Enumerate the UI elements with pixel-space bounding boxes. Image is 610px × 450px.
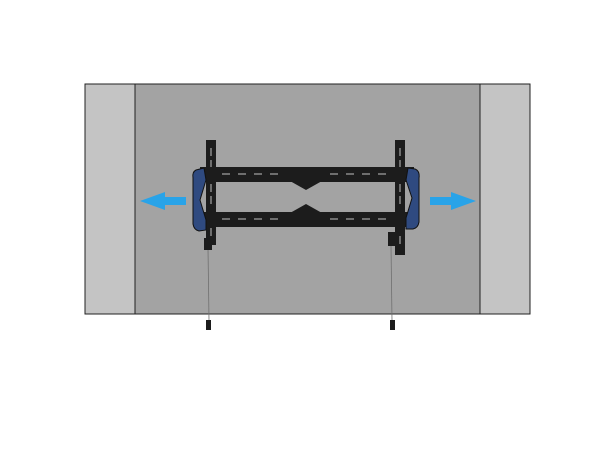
right-wall-anchor bbox=[390, 320, 395, 330]
tv-back-panel bbox=[134, 83, 481, 315]
right-safety-latch bbox=[388, 232, 396, 246]
left-safety-cord bbox=[207, 247, 210, 321]
wall-bracket bbox=[192, 140, 420, 255]
arrow-right-icon bbox=[430, 192, 476, 210]
right-end-cap bbox=[405, 167, 420, 230]
top-level-indicator bbox=[290, 181, 322, 190]
left-safety-latch bbox=[204, 238, 212, 250]
left-wall-anchor bbox=[206, 320, 211, 330]
left-vertical-arm bbox=[206, 140, 216, 245]
left-side-panel bbox=[84, 83, 136, 315]
bottom-rail bbox=[200, 212, 414, 227]
arrow-left-icon bbox=[140, 192, 186, 210]
safety-cords bbox=[207, 245, 393, 321]
right-safety-cord bbox=[390, 245, 393, 321]
bottom-level-indicator bbox=[290, 204, 322, 213]
top-rail bbox=[200, 167, 414, 182]
right-side-panel bbox=[479, 83, 531, 315]
left-end-cap bbox=[192, 167, 207, 232]
